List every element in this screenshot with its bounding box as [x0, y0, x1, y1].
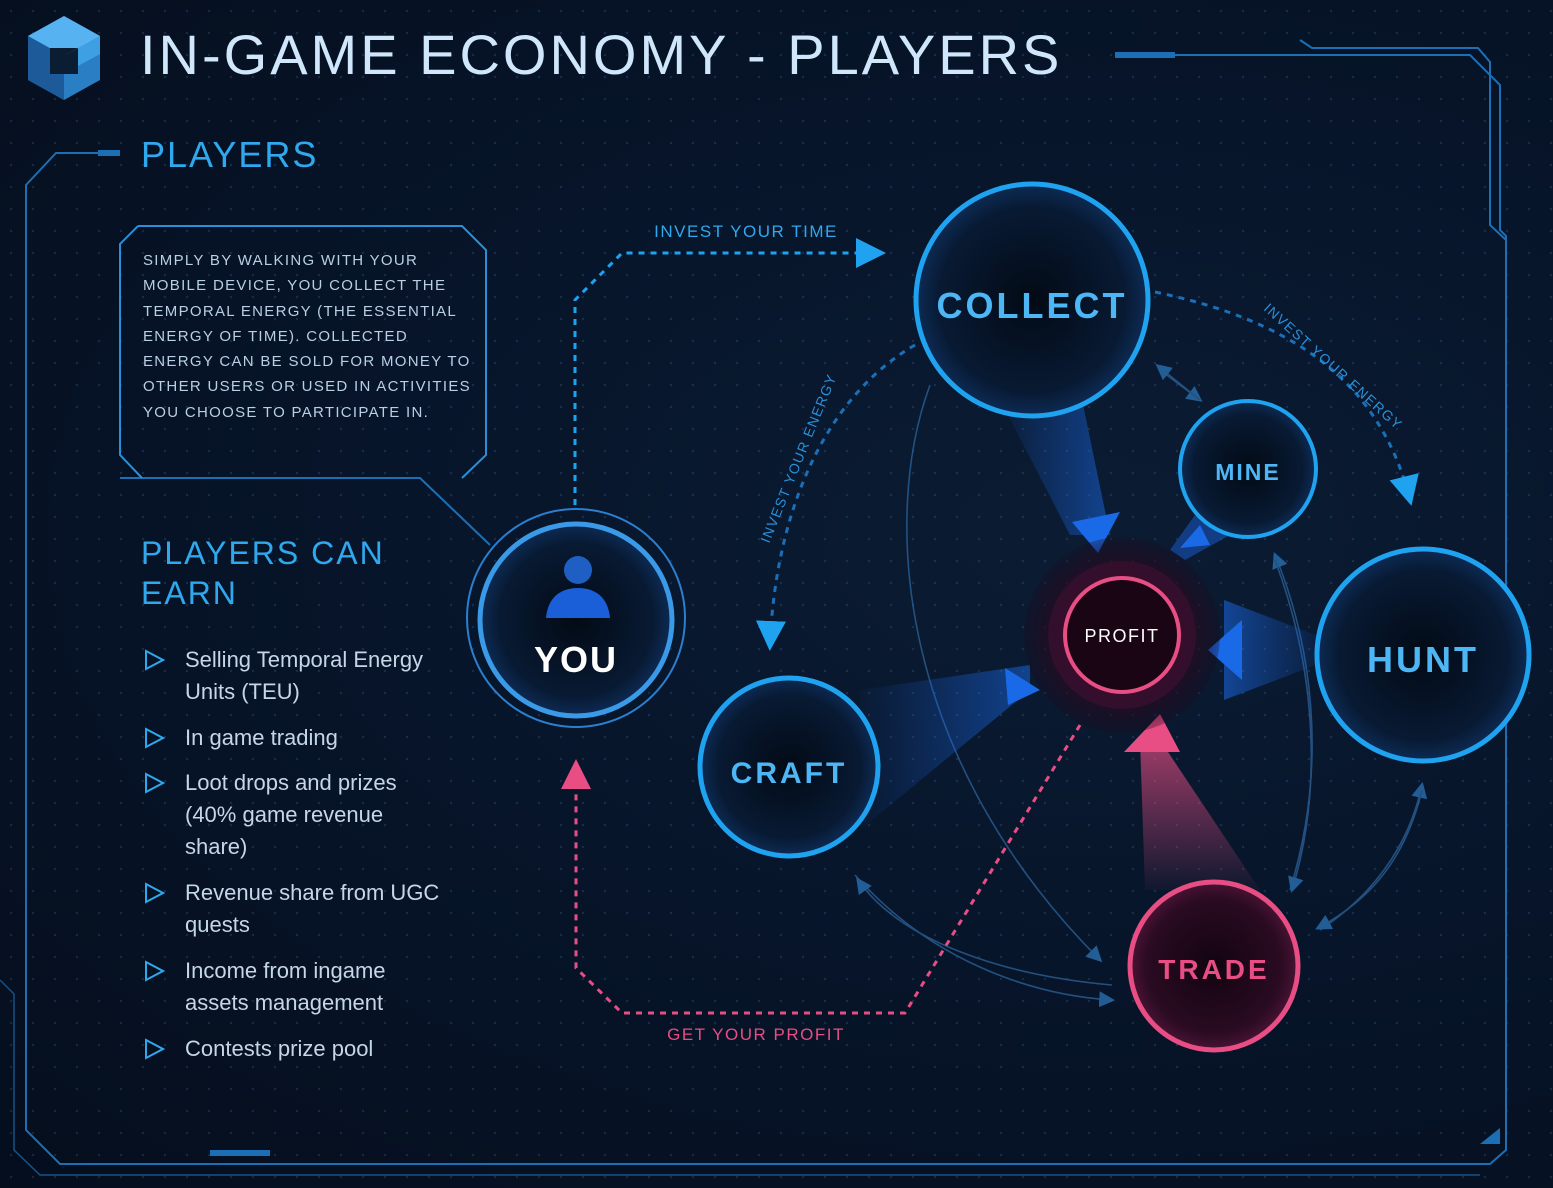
craft-label: CRAFT	[731, 757, 848, 790]
earn-item: Income from ingame assets management	[143, 955, 445, 1019]
earn-item-label: Selling Temporal Energy Units (TEU)	[185, 647, 424, 704]
earn-title: PLAYERS CAN EARN	[141, 535, 385, 611]
craft-node: CRAFT	[697, 675, 881, 859]
flow-label-get-profit: GET YOUR PROFIT	[667, 1025, 845, 1044]
mine-label: MINE	[1215, 459, 1281, 485]
trade-label: TRADE	[1158, 954, 1269, 985]
hunt-label: HUNT	[1367, 639, 1479, 680]
profit-label: PROFIT	[1085, 626, 1160, 646]
earn-item: Contests prize pool	[143, 1033, 445, 1065]
earn-item-label: Income from ingame assets management	[185, 958, 386, 1015]
earn-item-label: Contests prize pool	[185, 1036, 374, 1061]
triangle-bullet-icon	[145, 649, 165, 671]
page-title: IN-GAME ECONOMY - PLAYERS	[140, 23, 1063, 86]
triangle-bullet-icon	[145, 772, 165, 794]
triangle-bullet-icon	[145, 727, 165, 749]
collect-label: COLLECT	[937, 285, 1128, 326]
you-label: YOU	[534, 639, 618, 680]
earn-item-label: In game trading	[185, 725, 338, 750]
earn-item-label: Revenue share from UGC quests	[185, 880, 440, 937]
earn-item: In game trading	[143, 722, 445, 754]
earn-item: Selling Temporal Energy Units (TEU)	[143, 644, 445, 708]
collect-node: COLLECT	[913, 181, 1151, 419]
section-title: PLAYERS	[141, 134, 319, 175]
triangle-bullet-icon	[145, 960, 165, 982]
triangle-bullet-icon	[145, 882, 165, 904]
hunt-node: HUNT	[1314, 546, 1532, 764]
earn-item-label: Loot drops and prizes (40% game revenue …	[185, 770, 397, 859]
earn-item: Revenue share from UGC quests	[143, 877, 445, 941]
mine-node: MINE	[1178, 399, 1318, 539]
profit-node: PROFIT	[1024, 537, 1220, 733]
earn-list: Selling Temporal Energy Units (TEU) In g…	[143, 644, 445, 1065]
description-text: SIMPLY BY WALKING WITH YOUR MOBILE DEVIC…	[143, 252, 471, 421]
cube-logo-icon	[28, 16, 100, 100]
you-node: YOU	[466, 508, 686, 728]
flow-label-invest-time: INVEST YOUR TIME	[654, 222, 838, 241]
triangle-bullet-icon	[145, 1038, 165, 1060]
trade-node: TRADE	[1127, 879, 1301, 1053]
earn-item: Loot drops and prizes (40% game revenue …	[143, 767, 445, 863]
flow-label-invest-energy-left: INVEST YOUR ENERGY	[757, 371, 840, 545]
user-icon	[546, 556, 610, 618]
